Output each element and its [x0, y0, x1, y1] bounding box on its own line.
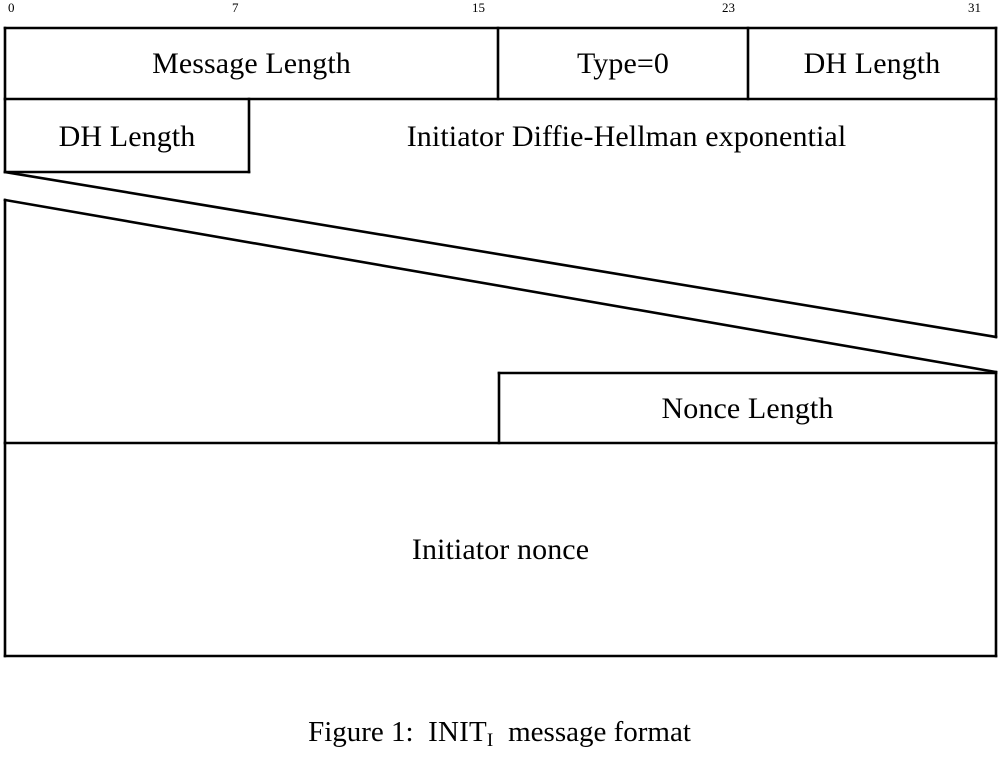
field-message-length: Message Length [152, 47, 351, 80]
field-dh-length-low: DH Length [58, 119, 196, 153]
field-nonce-length: Nonce Length [661, 391, 834, 425]
bit-tick-15: 15 [472, 0, 485, 15]
bit-tick-0: 0 [8, 0, 15, 15]
variable-length-break-lower [3, 198, 998, 374]
bit-tick-31: 31 [968, 0, 981, 15]
field-type: Type=0 [576, 47, 670, 80]
bit-tick-7: 7 [232, 0, 239, 15]
variable-length-break-upper [3, 170, 998, 339]
caption-message-name: INIT [428, 716, 487, 748]
bit-offset-ruler: 0 7 15 23 31 [0, 0, 999, 24]
bit-tick-23: 23 [722, 0, 735, 15]
caption-suffix: message format [508, 716, 691, 748]
figure-caption: Figure 1: INITI message format [0, 714, 999, 759]
field-dh-exponential: Initiator Diffie-Hellman exponential [406, 119, 847, 153]
caption-prefix: Figure 1: [308, 716, 414, 748]
caption-subscript: I [486, 729, 494, 751]
field-initiator-nonce: Initiator nonce [411, 533, 590, 566]
field-dh-length-high: DH Length [803, 47, 941, 80]
packet-diagram-lines [3, 26, 998, 658]
